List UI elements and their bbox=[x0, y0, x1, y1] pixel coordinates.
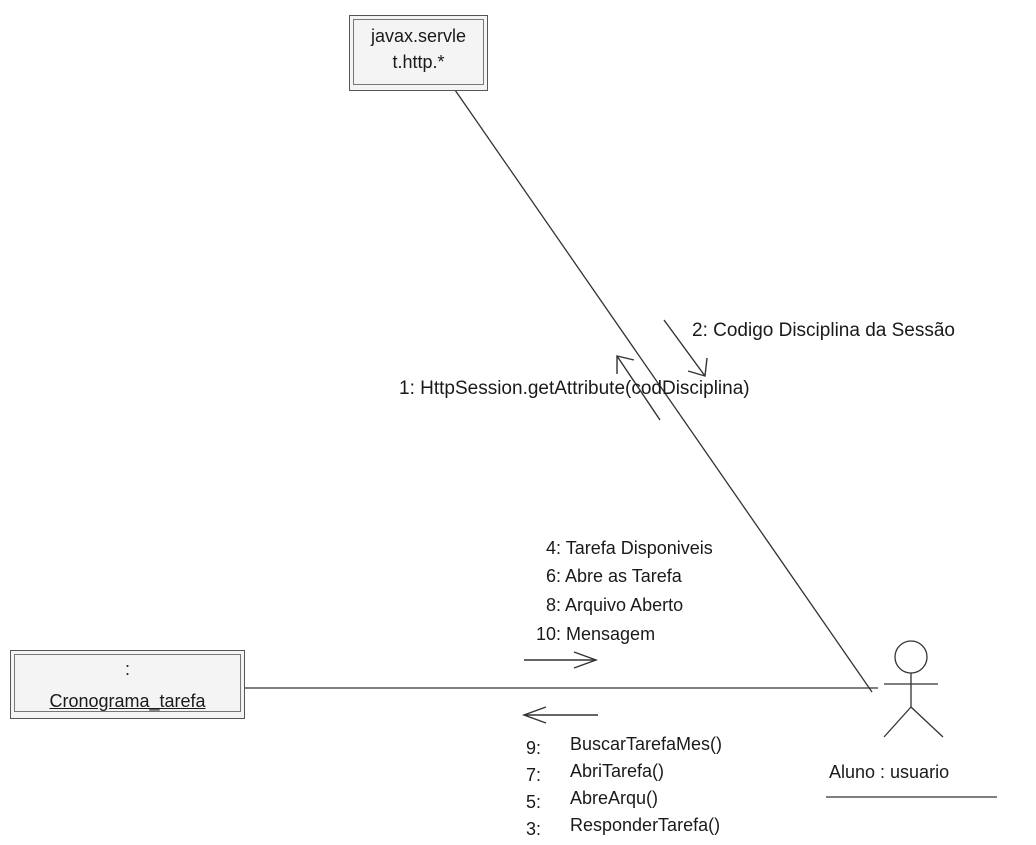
message-4-label: 4: Tarefa Disponiveis bbox=[546, 538, 713, 558]
message-9-number: 9: bbox=[526, 738, 542, 758]
object-cronograma-name: Cronograma_tarefa bbox=[49, 691, 206, 711]
message-6-label: 6: Abre as Tarefa bbox=[546, 566, 682, 586]
message-7-number: 7: bbox=[526, 765, 542, 785]
actor-label: Aluno : usuario bbox=[829, 762, 950, 782]
message-10-label: 10: Mensagem bbox=[536, 624, 656, 644]
message-7-label: AbriTarefa() bbox=[570, 761, 665, 781]
object-border-inner bbox=[14, 654, 241, 712]
object-servlet-line2: t.http.* bbox=[392, 52, 445, 72]
message-3-label: ResponderTarefa() bbox=[570, 815, 721, 835]
object-cronograma-prefix: : bbox=[124, 659, 130, 679]
actor-icon bbox=[883, 640, 944, 738]
message-2-label: 2: Codigo Disciplina da Sessão bbox=[692, 320, 955, 341]
message-5-label: AbreArqu() bbox=[570, 788, 659, 808]
message-8-label: 8: Arquivo Aberto bbox=[546, 595, 684, 615]
message-3-number: 3: bbox=[526, 819, 542, 839]
object-servlet-line1: javax.servle bbox=[370, 26, 467, 46]
object-javax-servlet-http: javax.servle t.http.* bbox=[349, 15, 488, 91]
arrow-message-1 bbox=[616, 355, 661, 421]
object-cronograma-tarefa: : Cronograma_tarefa bbox=[10, 650, 245, 719]
message-1-label: 1: HttpSession.getAttribute(codDisciplin… bbox=[399, 378, 750, 399]
message-5-number: 5: bbox=[526, 792, 542, 812]
arrow-message-2 bbox=[663, 319, 708, 377]
object-border-inner bbox=[353, 19, 484, 85]
arrow-to-actor bbox=[524, 651, 599, 669]
link-servlet-actor bbox=[454, 89, 873, 693]
arrow-to-cronograma bbox=[521, 706, 598, 724]
message-9-label: BuscarTarefaMes() bbox=[570, 734, 723, 754]
